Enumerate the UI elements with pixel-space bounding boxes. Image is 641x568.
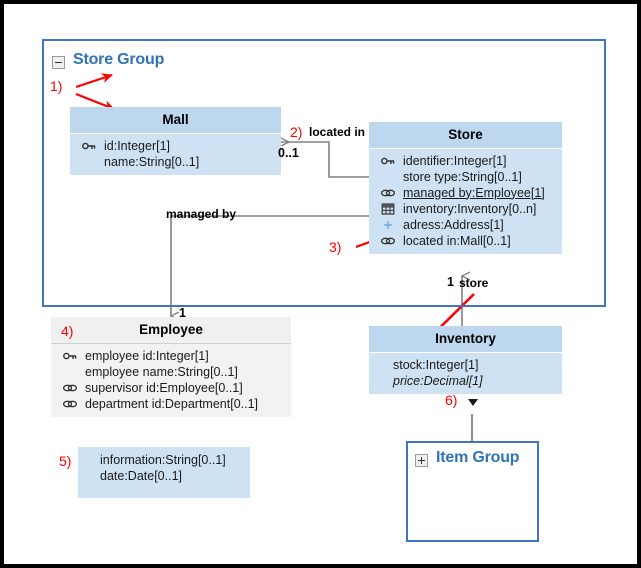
- annotation-marker-4: 4): [61, 323, 74, 339]
- attribute-text: store type:String[0..1]: [403, 169, 522, 184]
- attribute-row: employee id:Integer[1]: [51, 348, 291, 364]
- link-icon: [62, 398, 78, 410]
- link-icon: [380, 235, 396, 247]
- note-text: information:String[0..1]: [100, 453, 226, 467]
- plus-icon: [381, 219, 395, 231]
- package-item-group-expander-icon[interactable]: [415, 454, 428, 467]
- attribute-text: supervisor id:Employee[0..1]: [85, 380, 243, 395]
- class-attributes-mall: id:Integer[1] name:String[0..1]: [70, 133, 281, 175]
- annotation-marker-3: 3): [329, 239, 342, 255]
- attribute-text: employee id:Integer[1]: [85, 348, 209, 363]
- attribute-text: managed by:Employee[1]: [403, 185, 545, 200]
- package-store-group-title: Store Group: [73, 51, 165, 68]
- class-attributes-employee: employee id:Integer[1] employee name:Str…: [51, 343, 291, 417]
- attribute-row: store type:String[0..1]: [369, 169, 562, 185]
- attribute-text: inventory:Inventory[0..n]: [403, 201, 537, 216]
- attribute-row: price:Decimal[1]: [369, 373, 562, 389]
- attribute-text: price:Decimal[1]: [393, 373, 483, 388]
- attribute-text: id:Integer[1]: [104, 138, 171, 153]
- attribute-row: located in:Mall[0..1]: [369, 233, 562, 249]
- attribute-row: name:String[0..1]: [70, 154, 281, 170]
- attribute-row: managed by:Employee[1]: [369, 185, 562, 201]
- attribute-text: stock:Integer[1]: [393, 357, 479, 372]
- annotation-marker-2: 2): [290, 124, 303, 140]
- note-box[interactable]: information:String[0..1] date:Date[0..1]: [78, 447, 250, 498]
- class-name-employee: Employee: [51, 317, 291, 344]
- expand-triangle-icon[interactable]: [468, 399, 478, 406]
- class-box-inventory[interactable]: Inventory stock:Integer[1] price:Decimal…: [369, 326, 562, 414]
- class-name-store: Store: [369, 122, 562, 149]
- class-box-mall[interactable]: Mall id:Integer[1] name:String[0..1]: [70, 107, 281, 180]
- attribute-row: id:Integer[1]: [70, 138, 281, 154]
- attribute-row: inventory:Inventory[0..n]: [369, 201, 562, 217]
- annotation-marker-6: 6): [445, 392, 458, 408]
- annotation-marker-5: 5): [59, 453, 72, 469]
- multiplicity-located-in-source: 0..1: [278, 146, 299, 160]
- class-attributes-store: identifier:Integer[1] store type:String[…: [369, 148, 562, 254]
- note-text: date:Date[0..1]: [100, 469, 183, 483]
- note-line: date:Date[0..1]: [90, 468, 242, 484]
- attribute-row: identifier:Integer[1]: [369, 153, 562, 169]
- key-icon: [381, 155, 395, 167]
- class-box-employee[interactable]: Employee employee id:Integer[1] employee…: [51, 317, 291, 425]
- package-item-group-title: Item Group: [436, 449, 520, 466]
- class-attributes-inventory: stock:Integer[1] price:Decimal[1]: [369, 352, 562, 394]
- association-label-located-in: located in: [309, 125, 366, 139]
- attribute-text: adress:Address[1]: [403, 217, 504, 232]
- link-icon: [380, 187, 396, 199]
- annotation-marker-1: 1): [50, 78, 63, 94]
- association-role-store: store: [459, 276, 489, 290]
- attribute-text: employee name:String[0..1]: [85, 364, 238, 379]
- attribute-text: located in:Mall[0..1]: [403, 233, 511, 248]
- attribute-row: stock:Integer[1]: [369, 357, 562, 373]
- package-store-group-expander-icon[interactable]: [52, 56, 65, 69]
- note-line: information:String[0..1]: [90, 452, 242, 468]
- multiplicity-managed-by-target: 1: [179, 306, 186, 320]
- table-icon: [381, 202, 395, 215]
- attribute-text: name:String[0..1]: [104, 154, 200, 169]
- attribute-text: identifier:Integer[1]: [403, 153, 507, 168]
- package-store-group[interactable]: [42, 39, 606, 307]
- attribute-row: supervisor id:Employee[0..1]: [51, 380, 291, 396]
- package-item-group[interactable]: [406, 441, 539, 542]
- link-icon: [62, 382, 78, 394]
- association-label-managed-by: managed by: [166, 207, 237, 221]
- class-name-mall: Mall: [70, 107, 281, 134]
- attribute-row: adress:Address[1]: [369, 217, 562, 233]
- multiplicity-store-inventory-source: 1: [447, 275, 454, 289]
- attribute-row: employee name:String[0..1]: [51, 364, 291, 380]
- class-box-store[interactable]: Store identifier:Integer[1] store type:S…: [369, 122, 562, 276]
- attribute-text: department id:Department[0..1]: [85, 396, 259, 411]
- key-icon: [82, 140, 96, 152]
- class-name-inventory: Inventory: [369, 326, 562, 353]
- key-icon: [63, 350, 77, 362]
- attribute-row: department id:Department[0..1]: [51, 396, 291, 412]
